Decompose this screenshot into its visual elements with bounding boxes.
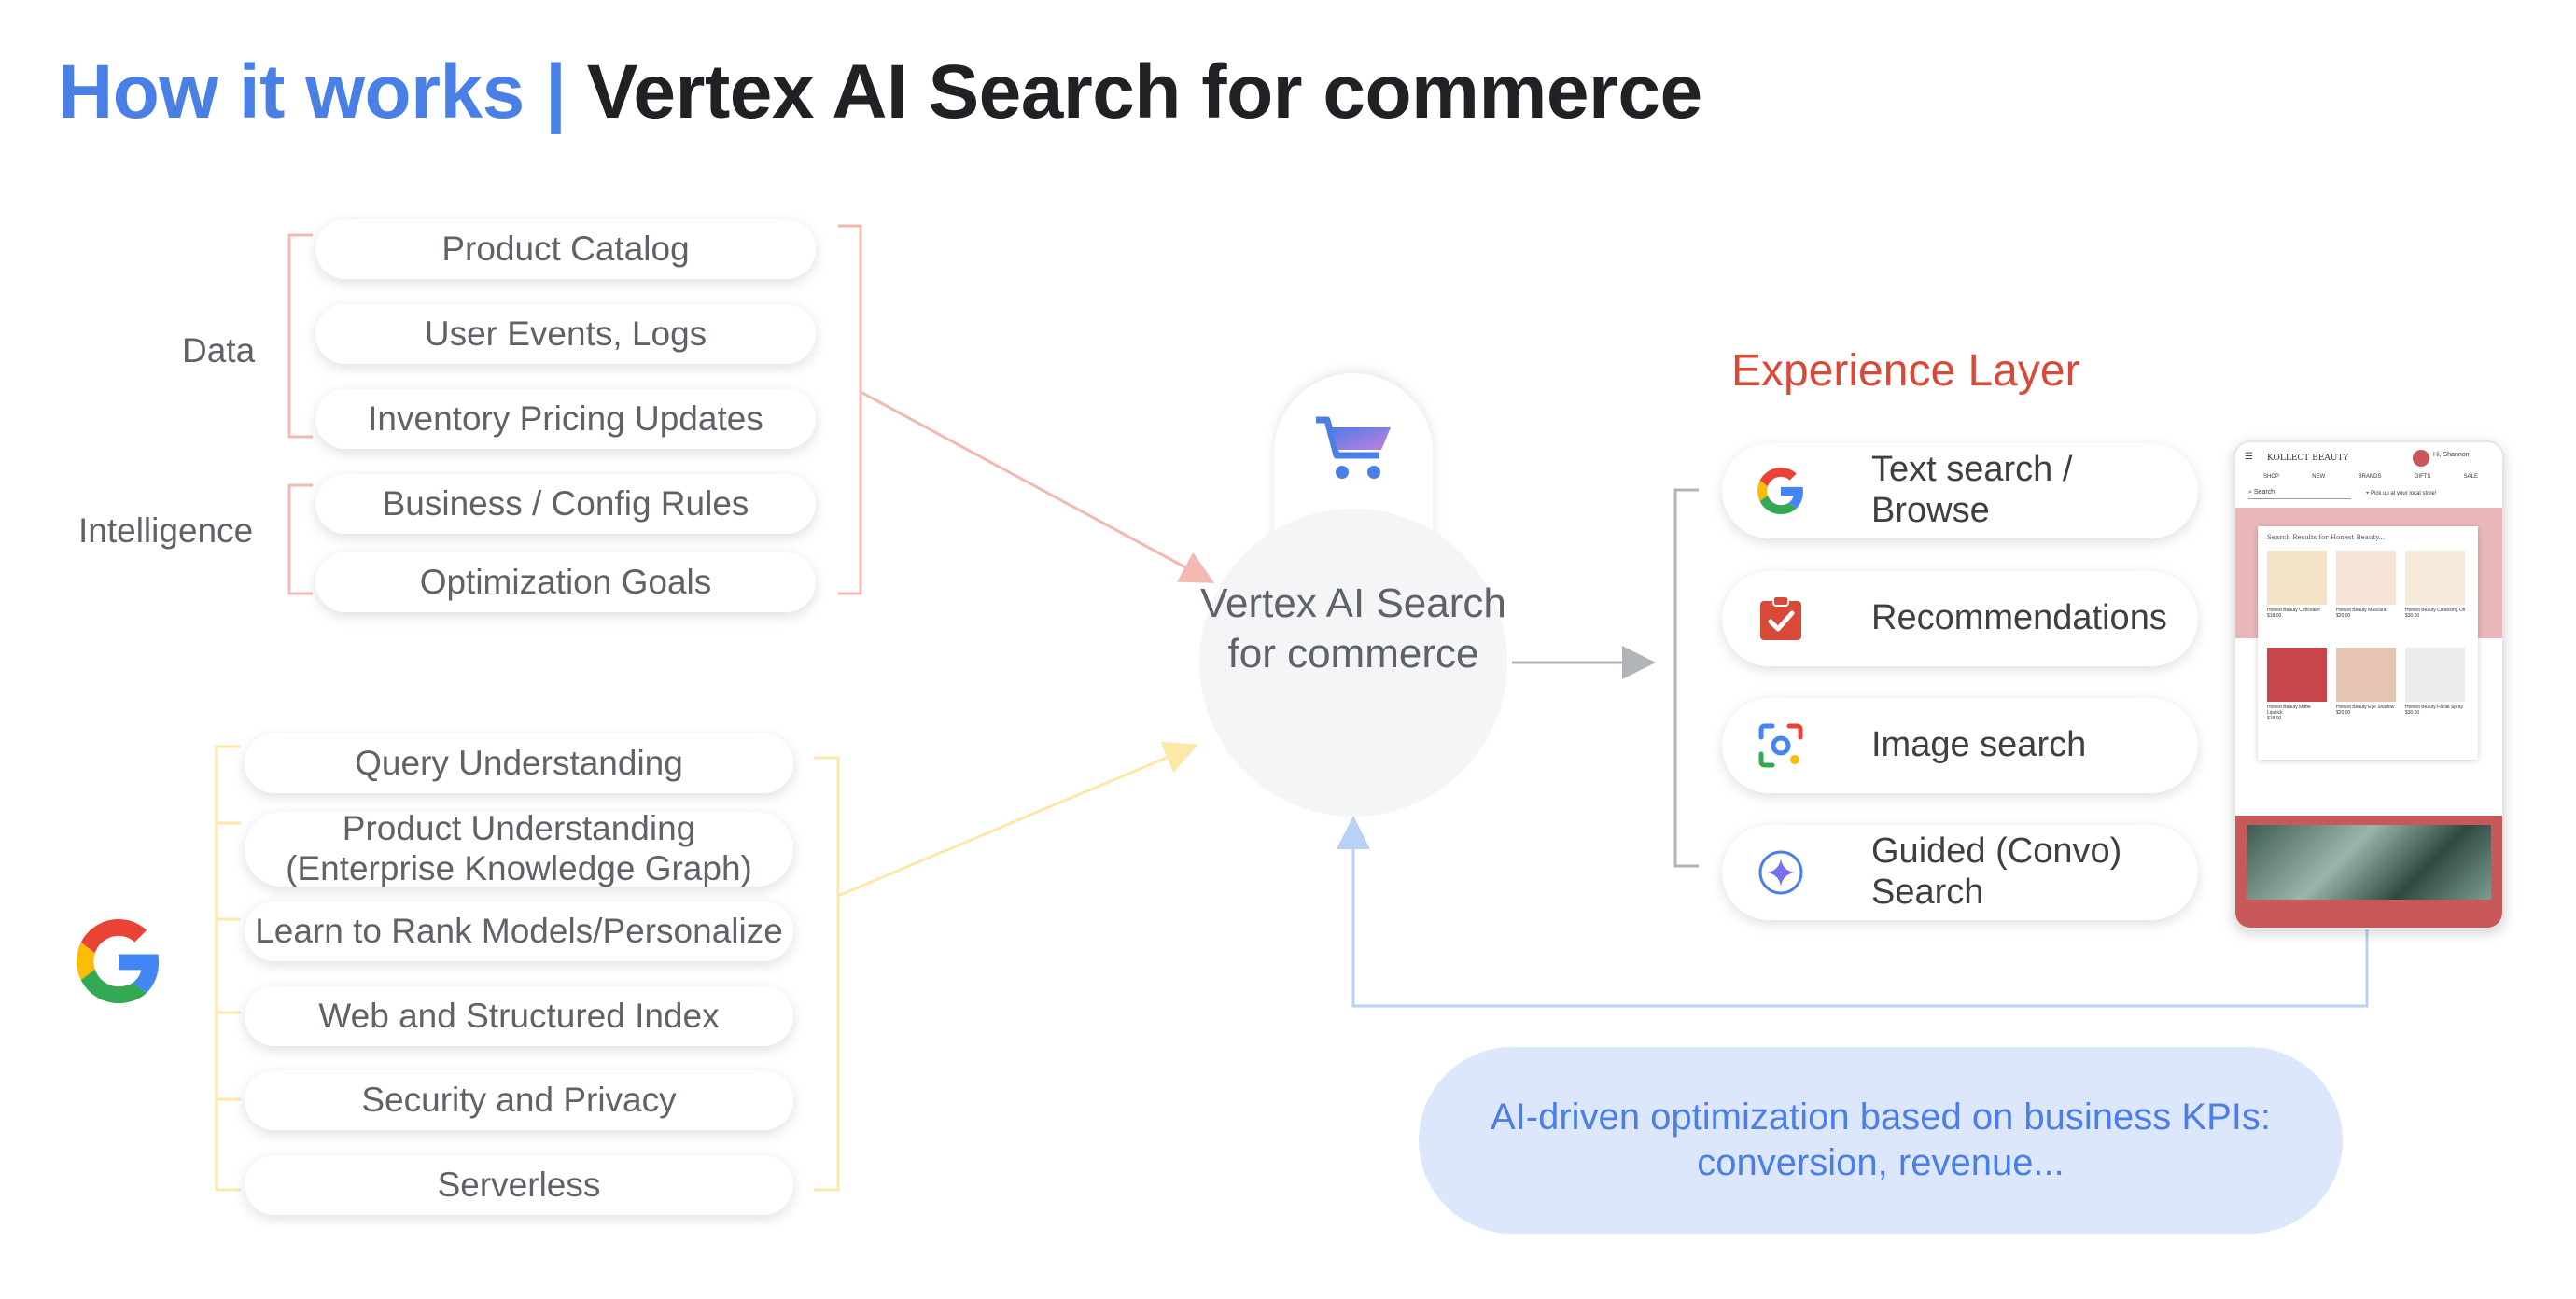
pill-product-understanding: Product Understanding (Enterprise Knowle… bbox=[245, 809, 793, 887]
product-image bbox=[2267, 551, 2327, 605]
data-arrow bbox=[860, 390, 1215, 583]
product-card[interactable]: Honest Beauty Concealer$18.00 bbox=[2267, 551, 2327, 619]
nav-gifts[interactable]: GIFTS bbox=[2414, 474, 2431, 480]
product-name: Honest Beauty Concealer bbox=[2267, 608, 2320, 613]
feedback-loop bbox=[1337, 816, 2369, 1008]
experience-layer-title: Experience Layer bbox=[1731, 346, 2080, 396]
lens-icon bbox=[1758, 723, 1803, 768]
phone-brand: KOLLECT BEAUTY bbox=[2267, 454, 2349, 463]
phone-pickup: ⌖ Pick up at your local store! bbox=[2366, 491, 2437, 496]
google-arrow bbox=[837, 742, 1198, 898]
product-card[interactable]: Honest Beauty Mascara$20.00 bbox=[2336, 551, 2396, 619]
intelligence-label: Intelligence bbox=[78, 511, 254, 550]
pill-product-catalog: Product Catalog bbox=[315, 219, 816, 279]
clipboard-check-icon bbox=[1760, 595, 1801, 640]
exp-text-search-label: Text search / Browse bbox=[1871, 450, 2073, 530]
product-image bbox=[2336, 551, 2396, 605]
product-image bbox=[2267, 648, 2327, 702]
phone-greeting: Hi, Shannon bbox=[2433, 452, 2470, 458]
exp-guided-search: Guided (Convo) Search bbox=[1722, 825, 2198, 920]
pill-serverless: Serverless bbox=[245, 1155, 793, 1215]
center-label: Vertex AI Search for commerce bbox=[1200, 580, 1506, 677]
pill-security-privacy: Security and Privacy bbox=[245, 1070, 793, 1130]
kpi-bubble: AI-driven optimization based on business… bbox=[1419, 1047, 2343, 1234]
plant-image bbox=[2247, 825, 2491, 900]
phone-mockup: ☰ KOLLECT BEAUTY Hi, Shannon SHOP NEW BR… bbox=[2233, 440, 2504, 929]
phone-pickup-text: Pick up at your local store! bbox=[2371, 491, 2437, 496]
results-title: Search Results for Honest Beauty... bbox=[2267, 534, 2385, 541]
phone-nav: SHOP NEW BRANDS GIFTS SALE bbox=[2263, 474, 2478, 480]
product-name: Honest Beauty Eye Shadow bbox=[2336, 705, 2395, 710]
product-name: Honest Beauty Facial Spray bbox=[2405, 705, 2463, 710]
product-price: $20.00 bbox=[2336, 613, 2351, 619]
product-card[interactable]: Honest Beauty Matte Lipstick$18.00 bbox=[2267, 648, 2327, 721]
product-price: $30.00 bbox=[2405, 710, 2420, 716]
pill-learn-to-rank: Learn to Rank Models/Personalize bbox=[245, 901, 793, 961]
sparkle-icon bbox=[1758, 850, 1803, 895]
product-card[interactable]: Honest Beauty Eye Shadow$20.00 bbox=[2336, 648, 2396, 716]
pill-user-events: User Events, Logs bbox=[315, 304, 816, 364]
avatar bbox=[2413, 450, 2429, 467]
google-right-bracket bbox=[814, 756, 840, 1192]
experience-bracket bbox=[1673, 488, 1699, 868]
nav-shop[interactable]: SHOP bbox=[2263, 474, 2280, 480]
product-price: $18.00 bbox=[2267, 716, 2282, 721]
nav-sale[interactable]: SALE bbox=[2463, 474, 2478, 480]
exp-guided-search-label: Guided (Convo) Search bbox=[1871, 831, 2122, 912]
title-prefix: How it works | bbox=[58, 49, 567, 134]
product-image bbox=[2405, 648, 2465, 702]
product-price: $20.00 bbox=[2336, 710, 2351, 716]
intelligence-bracket bbox=[287, 483, 313, 595]
product-card[interactable]: Honest Beauty Facial Spray$30.00 bbox=[2405, 648, 2465, 716]
title-main: Vertex AI Search for commerce bbox=[586, 49, 1702, 134]
page-title: How it works | Vertex AI Search for comm… bbox=[58, 49, 1702, 136]
kpi-text: AI-driven optimization based on business… bbox=[1491, 1096, 2271, 1183]
nav-brands[interactable]: BRANDS bbox=[2358, 474, 2382, 480]
phone-search-text: Search bbox=[2253, 489, 2275, 496]
exp-text-search: Text search / Browse bbox=[1722, 443, 2198, 538]
product-name: Honest Beauty Cleansing Oil bbox=[2405, 608, 2465, 613]
pill-business-config-rules: Business / Config Rules bbox=[315, 474, 816, 534]
product-image bbox=[2336, 648, 2396, 702]
nav-new[interactable]: NEW bbox=[2312, 474, 2326, 480]
data-right-bracket bbox=[838, 224, 862, 595]
product-name: Honest Beauty Matte Lipstick bbox=[2267, 705, 2311, 716]
exp-recommendations-label: Recommendations bbox=[1871, 598, 2167, 638]
center-node bbox=[1199, 509, 1507, 817]
phone-search-input[interactable]: ⌕ Search bbox=[2248, 489, 2351, 499]
exp-image-search: Image search bbox=[1722, 698, 2198, 793]
menu-icon: ☰ bbox=[2245, 452, 2253, 462]
pill-query-understanding: Query Understanding bbox=[245, 733, 793, 793]
data-bracket bbox=[287, 233, 313, 439]
exp-image-search-label: Image search bbox=[1871, 725, 2087, 765]
shopping-cart-icon bbox=[1316, 416, 1391, 479]
google-logo-icon bbox=[77, 919, 160, 1003]
pill-inventory-pricing: Inventory Pricing Updates bbox=[315, 389, 816, 449]
data-label: Data bbox=[182, 331, 256, 370]
exp-recommendations: Recommendations bbox=[1722, 571, 2198, 666]
product-name: Honest Beauty Mascara bbox=[2336, 608, 2387, 613]
product-card[interactable]: Honest Beauty Cleansing Oil$30.00 bbox=[2405, 551, 2465, 619]
google-bracket bbox=[215, 745, 241, 1192]
google-g-icon bbox=[1757, 468, 1803, 514]
product-price: $18.00 bbox=[2267, 613, 2282, 619]
results-panel: Search Results for Honest Beauty... Hone… bbox=[2258, 526, 2478, 760]
product-price: $30.00 bbox=[2405, 613, 2420, 619]
pill-optimization-goals: Optimization Goals bbox=[315, 552, 816, 612]
product-image bbox=[2405, 551, 2465, 605]
pill-web-structured-index: Web and Structured Index bbox=[245, 986, 793, 1046]
